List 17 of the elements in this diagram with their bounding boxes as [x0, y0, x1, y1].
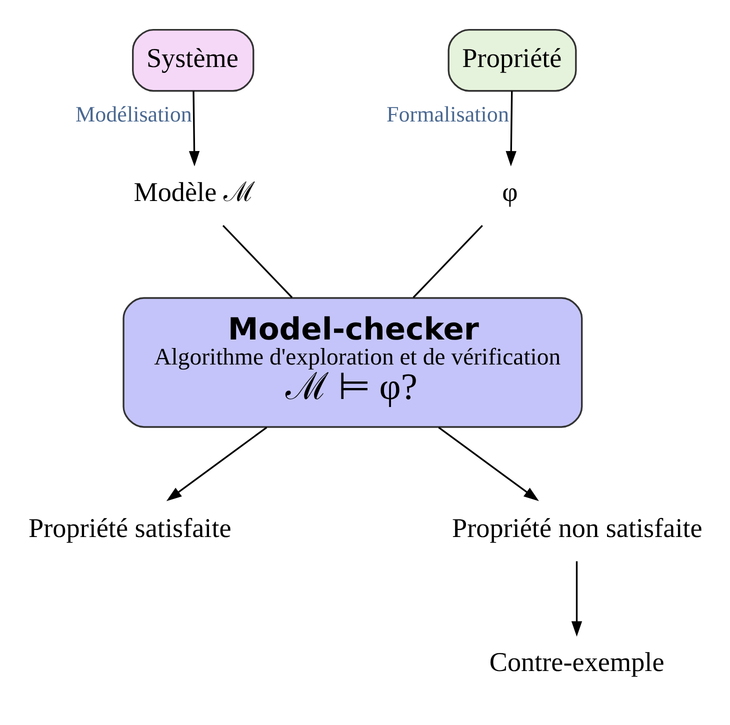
node-box: Propriété: [448, 28, 577, 92]
arrow: [571, 561, 582, 637]
arrow: [438, 426, 539, 502]
arrow: [506, 91, 516, 166]
connector: [412, 225, 483, 298]
connector: [222, 225, 293, 298]
edge-label: Formalisation: [386, 101, 509, 126]
node-text: Propriété satisfaite: [28, 513, 232, 544]
edge-label: Modélisation: [76, 101, 192, 126]
arrow: [188, 91, 200, 166]
node-text: φ: [502, 176, 518, 207]
node-text: Propriété non satisfaite: [452, 513, 702, 544]
node-box: Système: [132, 28, 254, 92]
node-box: Model-checker Algorithme d'exploration et de vérification ℳ ⊨ φ?: [122, 297, 583, 428]
arrow: [166, 426, 268, 502]
node-text: Contre-exemple: [489, 647, 664, 678]
node-text: Modèle ℳ: [134, 176, 254, 207]
